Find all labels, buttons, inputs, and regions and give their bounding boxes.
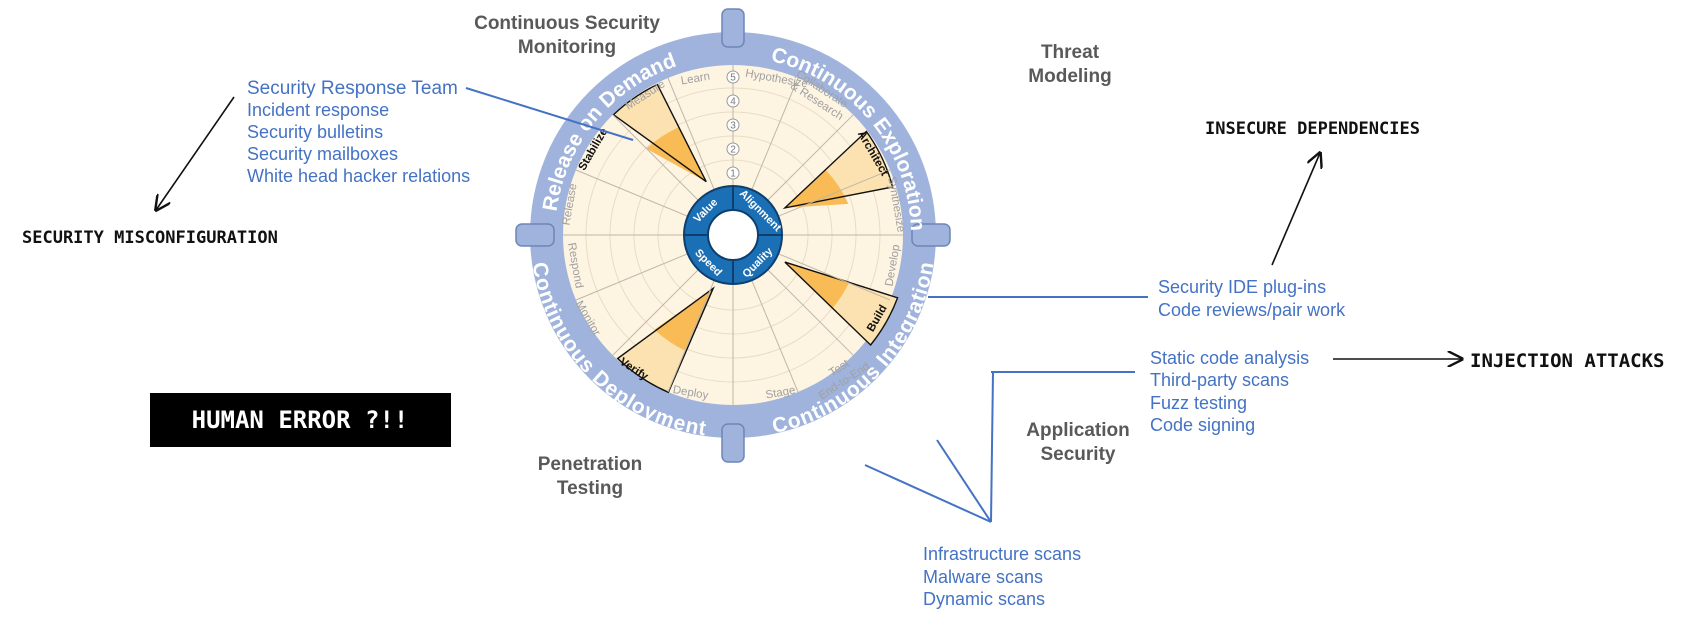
svg-text:5: 5 [730,73,736,84]
spoke-label-learn: Learn [680,71,711,88]
svg-text:4: 4 [730,97,736,108]
callout-response-item: Incident response [247,100,389,120]
callout-infra-item: Infrastructure scans [923,544,1081,564]
callout-connectors [465,87,1148,523]
misconfig-arrow [156,96,235,210]
callout-response-item: Security mailboxes [247,144,398,164]
callout-response-heading: Security Response Team [247,78,458,99]
wedge-verify [616,286,715,394]
scale-marker-3: 3 [726,118,740,132]
callout-static-item: Fuzz testing [1150,393,1247,413]
svg-text:2: 2 [730,145,736,156]
callout-response-item: White head hacker relations [247,166,470,186]
wedge-architect [782,130,894,210]
callout-static-item: Code signing [1150,415,1255,435]
scale-marker-4: 4 [726,94,740,108]
hub-center [707,209,759,261]
hub-dividers [684,186,782,284]
annotation-injection: INJECTION ATTACKS [1470,350,1664,372]
callout-response-item: Security bulletins [247,122,383,142]
callout-infra-item: Malware scans [923,567,1043,587]
svg-text:3: 3 [730,121,736,132]
human-error-badge: HUMAN ERROR ?!! [150,393,451,447]
annotation-misconfig: SECURITY MISCONFIGURATION [22,228,278,248]
callout-ide-item: Security IDE plug-ins [1158,277,1326,297]
svg-text:1: 1 [730,169,736,180]
callout-infra-item: Dynamic scans [923,589,1045,609]
scale-markers: 1 2 3 4 5 [726,70,740,180]
quadrant-threat-title: Threat [1041,42,1100,63]
ring-clips [515,8,951,463]
quadrant-appsec-title: Application [1026,420,1129,441]
deps-arrow [1271,153,1320,266]
quadrant-monitoring-title-line2: Monitoring [518,37,616,58]
quadrant-pentest-title-line2: Testing [557,478,623,499]
quadrant-appsec-title-line2: Security [1041,444,1116,465]
callout-static-item: Third-party scans [1150,370,1289,390]
callout-ide-item: Code reviews/pair work [1158,300,1346,320]
spoke-label-stage: Stage [765,385,797,402]
annotation-human: HUMAN ERROR ?!! [192,406,409,434]
scale-marker-2: 2 [726,142,740,156]
quadrant-monitoring-title: Continuous Security [474,13,660,34]
wedge-build [784,261,899,347]
quadrant-threat-title-line2: Modeling [1028,66,1111,87]
quadrant-pentest-title: Penetration [538,454,643,475]
annotation-arrows [156,96,1462,359]
scale-marker-5: 5 [726,70,740,84]
wedge-stabilize [612,83,707,183]
scale-marker-1: 1 [726,166,740,180]
annotation-deps: INSECURE DEPENDENCIES [1205,119,1420,139]
callout-static-item: Static code analysis [1150,348,1309,368]
